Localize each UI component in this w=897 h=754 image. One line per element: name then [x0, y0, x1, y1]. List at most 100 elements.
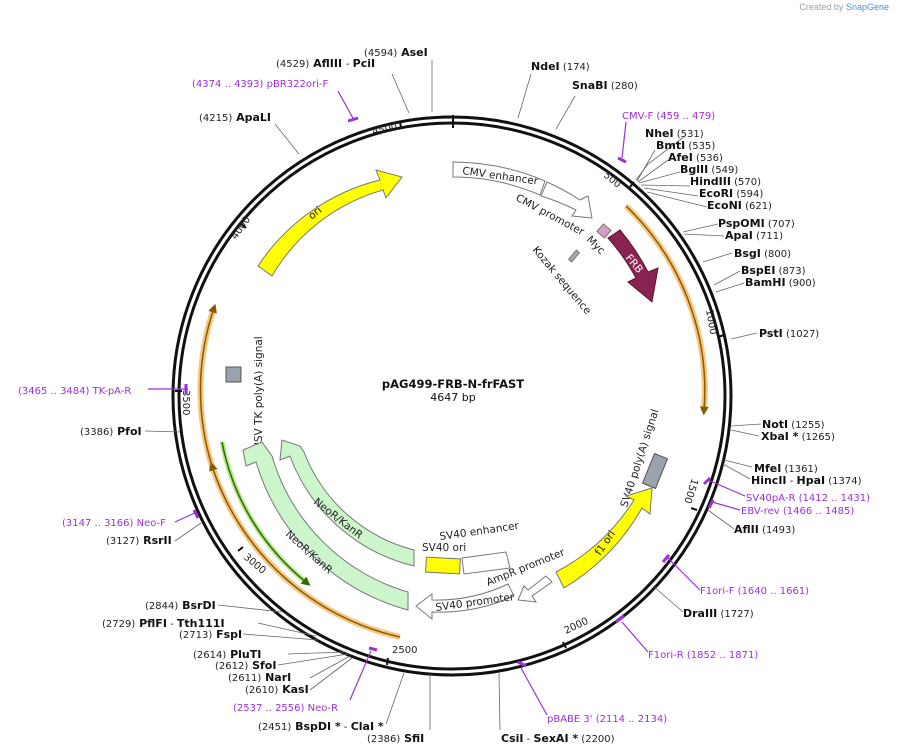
- enzyme-label-tth111i: (2729) PflFI - Tth111I: [102, 617, 225, 630]
- enzyme-label-part: (621): [742, 201, 772, 212]
- leader-line: [637, 159, 669, 183]
- enzyme-label-rsrii: (3127) RsrII: [106, 534, 172, 547]
- primer-marker: [702, 476, 712, 486]
- neor-kanr-inner-label: NeoR/KanR: [311, 496, 365, 542]
- enzyme-label-part: (707): [765, 219, 795, 230]
- leader-line: [730, 423, 762, 427]
- enzyme-label-part: (1727): [717, 609, 754, 620]
- tick-label: 1000: [703, 309, 718, 336]
- enzyme-label-part: EcoRI: [699, 187, 733, 200]
- leader-line: [646, 191, 708, 208]
- sv40-promoter-feature: [415, 583, 515, 621]
- enzyme-label-part: XbaI *: [761, 430, 799, 443]
- enzyme-label-afei: AfeI (536): [668, 151, 723, 164]
- enzyme-label-kasi: (2610) KasI: [245, 683, 309, 696]
- enzyme-label-sfii: (2386) SfiI: [367, 732, 424, 745]
- myc-feature: [596, 223, 612, 239]
- enzyme-label-mfei: MfeI (1361): [754, 462, 818, 475]
- f1-ori-feature: [555, 487, 653, 589]
- enzyme-label-bmti: BmtI (535): [656, 139, 715, 152]
- enzyme-label-part: HindIII: [690, 175, 731, 188]
- neo-orf-arc-line: [221, 441, 311, 586]
- kozak-label: Kozak sequence: [530, 244, 594, 317]
- snapgene-logo: SnapGene: [845, 2, 889, 12]
- enzyme-label-part: AseI: [397, 46, 427, 59]
- tick-mark: [237, 546, 244, 552]
- enzyme-label-part: (570): [731, 177, 761, 188]
- enzyme-label-sfoi: (2612) SfoI: [215, 659, 276, 672]
- enzyme-label-part: SfiI: [400, 732, 424, 745]
- enzyme-label-part: ApaLI: [232, 111, 271, 124]
- tick-mark: [717, 334, 725, 338]
- enzyme-label-part: KasI: [278, 683, 308, 696]
- enzyme-label-snabi: SnaBI (280): [572, 79, 638, 92]
- enzyme-label-part: (2386): [367, 734, 400, 745]
- enzyme-label-part: BsrDI: [178, 599, 215, 612]
- enzyme-label-bsrdi: (2844) BsrDI: [145, 599, 216, 612]
- enzyme-label-part: AflIII: [309, 57, 346, 70]
- ori-feature: [257, 169, 403, 277]
- primer-label-cmv-f: CMV-F (459 .. 479): [622, 111, 715, 122]
- primer-label-pbabe-3: pBABE 3' (2114 .. 2134): [547, 714, 667, 725]
- enzyme-label-bglii: BglII (549): [680, 163, 738, 176]
- hsv-tk-polya-label: HSV TK poly(A) signal: [253, 336, 265, 450]
- enzyme-label-part: -: [341, 722, 351, 733]
- enzyme-label-part: ClaI *: [351, 720, 384, 733]
- enzyme-label-nhei: NheI (531): [645, 127, 704, 140]
- enzyme-label-part: (1493): [759, 525, 796, 536]
- primer-label-f1ori-f: F1ori-F (1640 .. 1661): [700, 586, 809, 597]
- sv40-enhancer-feature: [461, 551, 511, 575]
- enzyme-label-part: (1265): [798, 432, 835, 443]
- enzyme-label-part: BspEI: [741, 264, 775, 277]
- enzyme-label-draiii: DraIII (1727): [683, 607, 754, 620]
- hsv-tk-polya-feature: [225, 366, 242, 383]
- enzyme-label-part: (3127): [106, 536, 139, 547]
- enzyme-label-hpai: HincII - HpaI (1374): [751, 474, 862, 487]
- kozak-feature: [567, 249, 581, 263]
- enzyme-label-part: (536): [693, 153, 723, 164]
- enzyme-label-part: -: [346, 59, 353, 70]
- cmv-promoter-feature: [540, 181, 593, 219]
- leader-line: [682, 223, 719, 233]
- enzyme-label-part: (2614): [193, 650, 226, 661]
- enzyme-label-apai: ApaI (711): [725, 229, 783, 242]
- enzyme-label-part: PluTI: [226, 648, 261, 661]
- tick-label: 4500: [371, 122, 398, 138]
- enzyme-label-part: MfeI: [754, 462, 781, 475]
- enzyme-label-part: Tth111I: [177, 617, 225, 630]
- leader-line: [702, 252, 733, 263]
- primer-label-neo-f: (3147 .. 3166) Neo-F: [62, 518, 166, 529]
- enzyme-label-apali: (4215) ApaLI: [199, 111, 271, 124]
- enzyme-label-part: (1027): [783, 329, 820, 340]
- enzyme-label-econi: EcoNI (621): [707, 199, 772, 212]
- enzyme-label-part: NotI: [762, 418, 788, 431]
- enzyme-label-xbai: XbaI * (1265): [761, 430, 835, 443]
- sv40-ori-feature: [425, 556, 461, 575]
- enzyme-label-part: (2200): [578, 734, 615, 745]
- enzyme-label-pcii: (4529) AflIII - PciI: [276, 57, 375, 70]
- leader-line: [652, 585, 684, 613]
- tick-mark: [386, 657, 389, 666]
- leader-line: [638, 171, 681, 184]
- enzyme-label-clai: (2451) BspDI * - ClaI *: [258, 720, 384, 733]
- leader-line: [730, 332, 758, 340]
- enzyme-label-part: (4529): [276, 59, 309, 70]
- leader-line: [217, 604, 283, 613]
- tick-mark: [239, 222, 247, 229]
- enzyme-label-pluti: (2614) PluTI: [193, 648, 261, 661]
- sv40-promoter-label: SV40 promoter: [435, 591, 516, 614]
- leader-line: [257, 622, 317, 637]
- leader-line: [713, 270, 741, 286]
- enzyme-label-part: (2612): [215, 661, 248, 672]
- leader-line: [174, 522, 202, 542]
- enzyme-label-nari: (2611) NarI: [228, 671, 291, 684]
- enzyme-label-asei: (4594) AseI: [364, 46, 428, 59]
- leader-line: [636, 149, 656, 182]
- sv40-ori-label: SV40 ori: [422, 542, 466, 554]
- primer-marker: [707, 499, 715, 509]
- enzyme-label-part: (2729): [102, 619, 135, 630]
- enzyme-label-fspi: (2713) FspI: [179, 628, 242, 641]
- cmv-enhancer-feature: [452, 161, 546, 196]
- snapgene-credit: Created by SnapGene: [799, 2, 889, 12]
- enzyme-label-bspei: BspEI (873): [741, 264, 806, 277]
